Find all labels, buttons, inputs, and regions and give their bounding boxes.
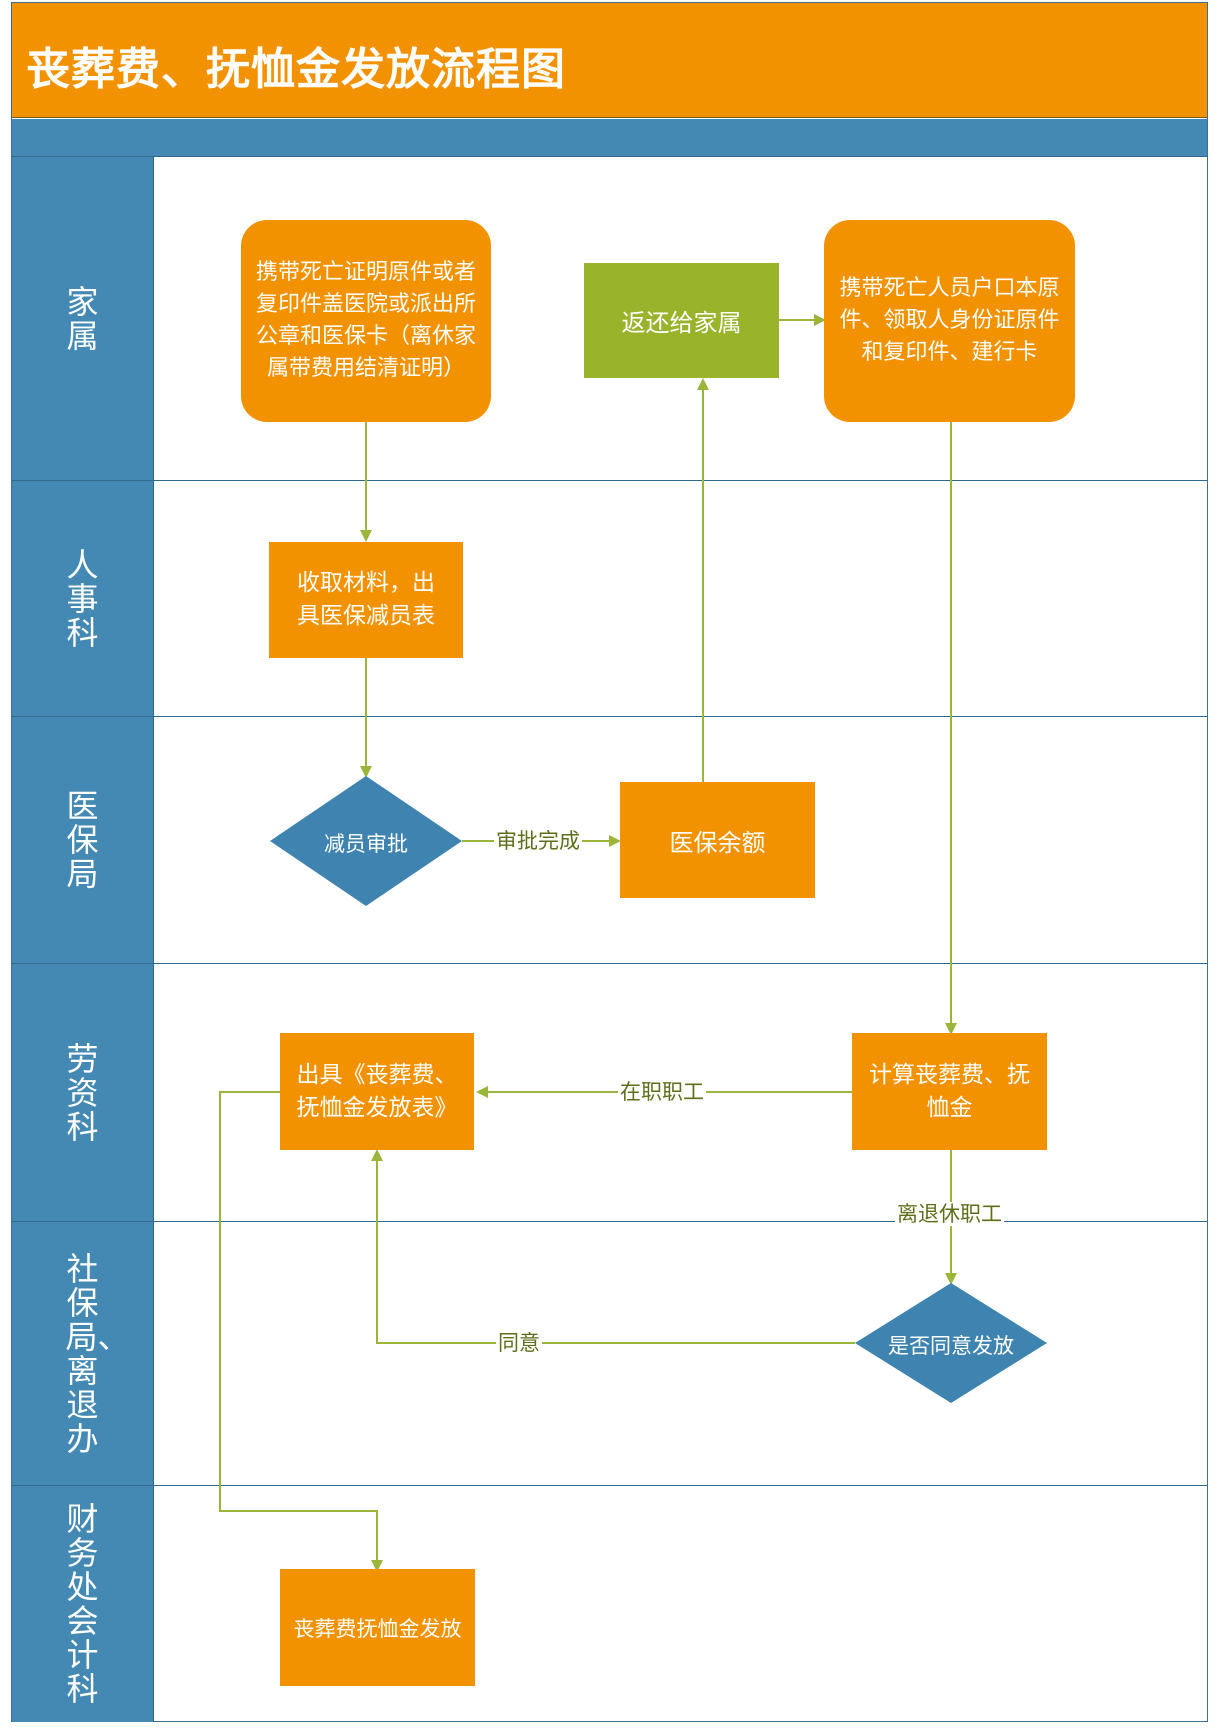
lane-label: 财务处会计科 (12, 1486, 154, 1722)
lane-label: 家属 (12, 157, 154, 480)
lane-label: 劳资科 (12, 964, 154, 1221)
diagram-title: 丧葬费、抚恤金发放流程图 (26, 44, 566, 95)
node-return-to-family: 返还给家属 (584, 263, 779, 378)
lane-family: 家属 (12, 157, 1207, 481)
node-bring-household-documents: 携带死亡人员户口本原件、领取人身份证原件和复印件、建行卡 (824, 220, 1075, 422)
lane-social-security: 社保局、离退办 (12, 1222, 1207, 1486)
header-strip (12, 119, 1207, 157)
node-calculate-amounts: 计算丧葬费、抚恤金 (852, 1033, 1047, 1150)
lane-personnel: 人事科 (12, 481, 1207, 717)
diagram-frame (11, 2, 1208, 1722)
approval-diamond (270, 776, 462, 906)
node-payout: 丧葬费抚恤金发放 (280, 1569, 475, 1686)
lane-label: 人事科 (12, 481, 154, 716)
node-reduce-approval: 减员审批 (324, 832, 408, 856)
node-medical-balance: 医保余额 (620, 782, 815, 898)
edge-label-in-service: 在职职工 (618, 1080, 706, 1104)
lane-labor-wages: 劳资科 (12, 964, 1207, 1222)
edge-decision-to-form (371, 1149, 855, 1344)
node-collect-materials: 收取材料，出具医保减员表 (269, 542, 463, 658)
edge-label-approved: 审批完成 (494, 829, 582, 853)
lane-medical-insurance: 医保局 (12, 717, 1207, 964)
node-issue-payment-form: 出具《丧葬费、抚恤金发放表》 (280, 1033, 474, 1150)
lane-label: 社保局、离退办 (12, 1222, 154, 1485)
decision-diamond (855, 1283, 1047, 1403)
node-bring-death-certificate: 携带死亡证明原件或者复印件盖医院或派出所公章和医保卡（离休家属带费用结清证明） (241, 220, 491, 422)
edge-form-to-payout (219, 1091, 383, 1572)
lane-finance: 财务处会计科 (12, 1486, 1207, 1722)
edge-label-retired: 离退休职工 (895, 1202, 1004, 1226)
node-agree-decision: 是否同意发放 (888, 1334, 1014, 1358)
edge-label-agree: 同意 (496, 1331, 542, 1355)
title-bar: 丧葬费、抚恤金发放流程图 (12, 3, 1207, 118)
lane-label: 医保局 (12, 717, 154, 963)
